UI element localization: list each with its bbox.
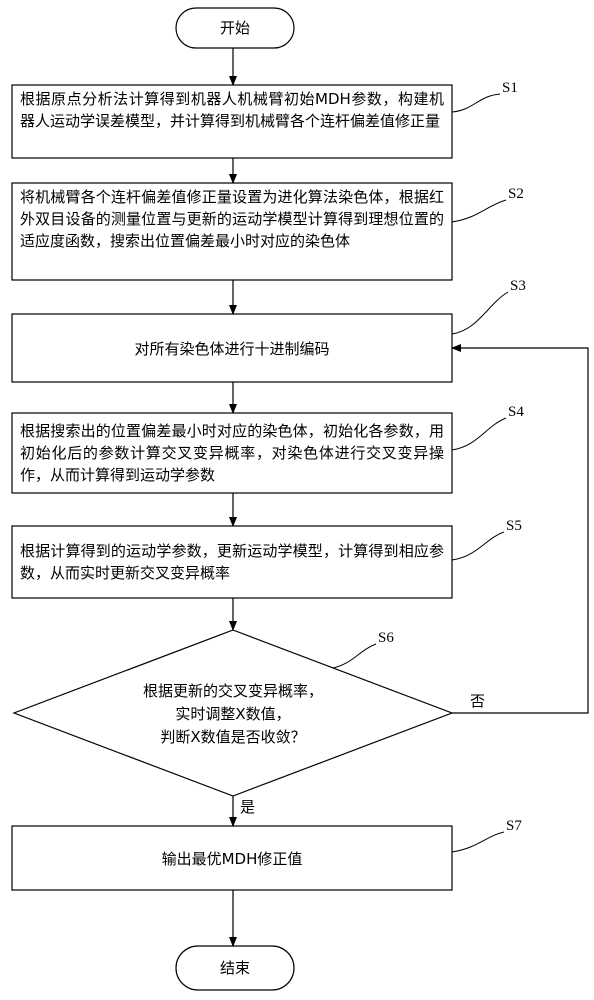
step-s3-box <box>11 313 453 383</box>
leader-s2 <box>451 199 507 223</box>
step-s3-text: 对所有染色体进行十进制编码 <box>134 340 330 358</box>
step-s7-text: 输出最优MDH修正值 <box>161 850 303 868</box>
leader-s6 <box>332 643 377 669</box>
step-s5-label: S5 <box>506 518 522 534</box>
step-s2-text: 将机械臂各个连杆偏差值修正量设置为进化算法染色体，根据红外双目设备的测量位置与更… <box>20 188 444 250</box>
decision-s6-line2: 实时调整X数值， <box>175 705 291 723</box>
start-terminator <box>175 7 295 49</box>
step-s6-label: S6 <box>378 630 394 646</box>
step-s1-label: S1 <box>502 80 518 96</box>
step-s1-box <box>11 84 453 159</box>
step-s7-label: S7 <box>506 818 522 834</box>
leader-s5 <box>451 531 505 561</box>
step-s7-box <box>11 825 453 891</box>
step-s4-text: 根据搜索出的位置偏差最小时对应的染色体，初始化各参数，用初始化后的参数计算交叉变… <box>20 422 444 484</box>
leader-s7 <box>451 831 505 853</box>
step-s1-text: 根据原点分析法计算得到机器人机械臂初始MDH参数，构建机器人运动学误差模型，并计… <box>20 90 444 130</box>
step-s2-box <box>11 182 453 281</box>
leader-s1 <box>451 93 501 113</box>
leader-s4 <box>451 417 507 451</box>
arrow-no-loop-back <box>451 344 589 714</box>
step-s3-label: S3 <box>510 278 526 294</box>
leader-s3 <box>451 291 509 335</box>
step-s2-label: S2 <box>508 186 524 202</box>
decision-s6-line3: 判断X数值是否收敛？ <box>160 728 306 746</box>
step-s5-text: 根据计算得到的运动学参数，更新运动学模型，计算得到相应参数，从而实时更新交叉变异… <box>20 542 444 582</box>
no-branch-label: 否 <box>470 692 486 710</box>
step-s5-box <box>11 525 453 599</box>
end-label: 结束 <box>219 959 250 977</box>
decision-s6-line1: 根据更新的交叉变异概率， <box>142 682 323 700</box>
yes-branch-label: 是 <box>240 798 256 816</box>
step-s4-label: S4 <box>508 404 524 420</box>
start-label: 开始 <box>219 19 250 37</box>
